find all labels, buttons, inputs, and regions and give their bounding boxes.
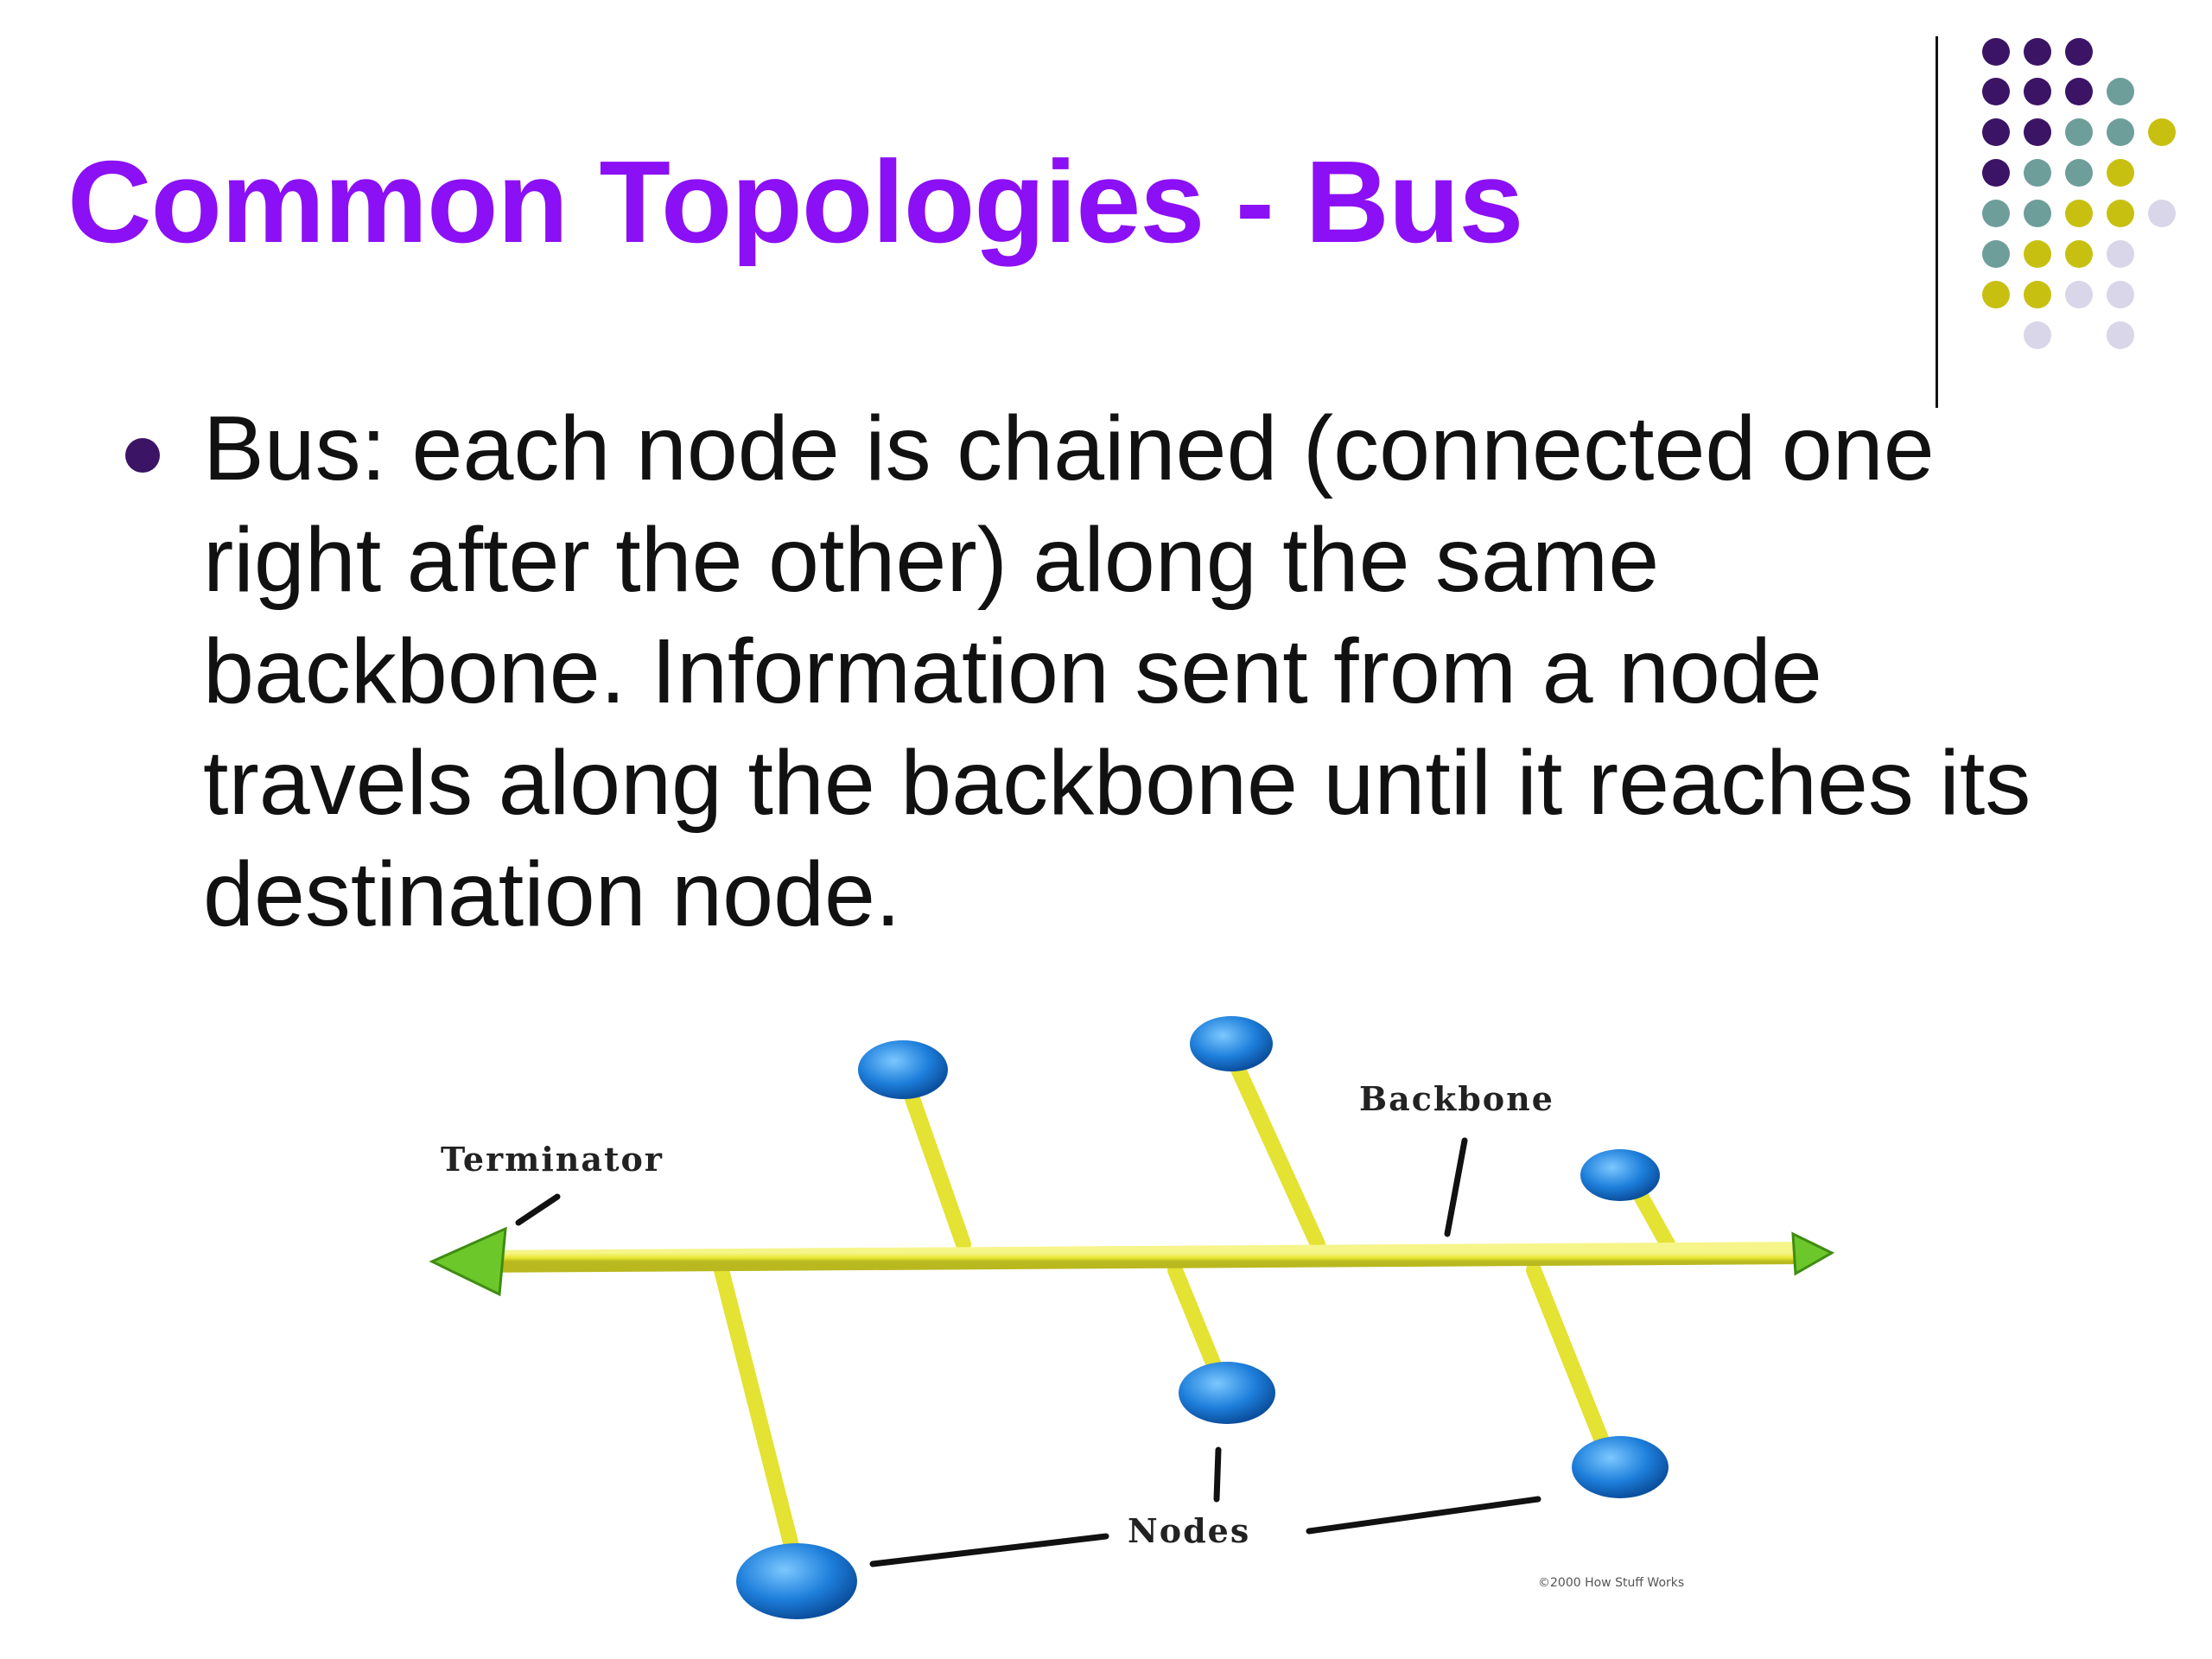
arrow-terminator-icon — [1791, 1231, 1835, 1276]
nodes-pointer — [869, 1533, 1109, 1567]
sphere-node-icon — [1572, 1436, 1669, 1498]
nodes-pointer — [1213, 1446, 1222, 1503]
title-divider — [1936, 36, 1938, 408]
round-bullet-icon — [125, 438, 160, 473]
sphere-node-icon — [1179, 1362, 1275, 1424]
bullet-item: Bus: each node is chained (connected one… — [125, 393, 2095, 950]
terminator-label: Terminator — [441, 1140, 664, 1179]
slide-title: Common Topologies - Bus — [67, 137, 1523, 267]
credit-text: ©2000 How Stuff Works — [1538, 1576, 1684, 1590]
backbone — [455, 1242, 1821, 1273]
sphere-node-icon — [1190, 1016, 1273, 1071]
backbone-label: Backbone — [1359, 1079, 1554, 1118]
arrow-terminator-icon — [429, 1226, 507, 1297]
sphere-node-icon — [736, 1543, 857, 1619]
dot-grid-icon — [1982, 38, 2176, 349]
drop-line — [1224, 1046, 1325, 1252]
bullet-text: Bus: each node is chained (connected one… — [203, 397, 2031, 945]
nodes-pointer — [1306, 1496, 1541, 1535]
nodes — [736, 1016, 1669, 1619]
sphere-node-icon — [858, 1040, 948, 1099]
bus-topology-diagram: Terminator Backbone Nodes ©2000 How Stuf… — [429, 1016, 1835, 1619]
drop-line — [1526, 1262, 1611, 1451]
nodes-label: Nodes — [1128, 1511, 1250, 1550]
drop-line — [1167, 1262, 1222, 1373]
backbone-pointer — [1444, 1137, 1468, 1237]
label-pointers — [515, 1137, 1541, 1567]
sphere-node-icon — [1580, 1149, 1660, 1201]
terminator-pointer — [515, 1193, 561, 1226]
drop-line — [714, 1262, 803, 1567]
node-drop-lines — [714, 1046, 1675, 1567]
drop-line — [895, 1064, 971, 1252]
